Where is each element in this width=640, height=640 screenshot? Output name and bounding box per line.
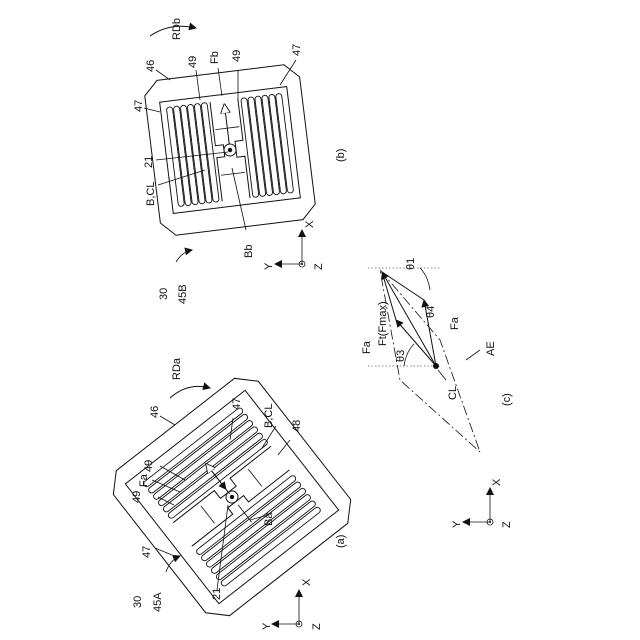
label-45a: 45A [152, 592, 164, 612]
label-49b-right: 49 [231, 50, 243, 62]
label-48: 48 [291, 420, 303, 432]
axis-x-c: X [491, 478, 503, 486]
label-rda: RDa [171, 357, 183, 380]
label-theta4: θ4 [425, 306, 437, 318]
caption-b: (b) [335, 149, 347, 162]
axis-z-a: Z [311, 623, 323, 630]
label-center-b: B,CL [145, 182, 157, 206]
axis-triad-c: X Y Z [451, 478, 513, 528]
center-dot-21b [228, 148, 233, 153]
label-ft: Ft(Fmax) [377, 301, 389, 346]
label-fa-a: Fa [138, 473, 150, 487]
force-arrow-fb [224, 104, 229, 144]
label-21a: 21 [211, 588, 223, 600]
label-46a: 46 [149, 406, 161, 418]
label-fa-c-right: Fa [449, 316, 461, 330]
axis-triad-b: X Y Z [263, 220, 325, 270]
rotation-arrow-rda [170, 386, 210, 398]
label-center-a: B,CL [263, 404, 275, 428]
point-cl [433, 363, 439, 369]
label-ba: Ba [263, 512, 275, 526]
label-49a-top: 49 [143, 460, 155, 472]
coil-group-right [241, 93, 294, 197]
label-45b: 45B [177, 284, 189, 304]
label-fa-c-left: Fa [361, 340, 373, 354]
label-47b-left: 47 [133, 100, 145, 112]
label-49a-bottom: 49 [131, 491, 143, 503]
label-47b-right: 47 [291, 44, 303, 56]
label-theta3: θ3 [395, 350, 407, 362]
axis-z-c: Z [501, 521, 513, 528]
label-rdb: RDb [171, 18, 183, 40]
label-theta1: θ1 [405, 258, 417, 270]
label-46b: 46 [145, 60, 157, 72]
axis-x-b: X [304, 220, 316, 228]
label-bb: Bb [243, 245, 255, 258]
center-dot-21a [229, 494, 235, 500]
plate-46b [143, 63, 317, 237]
coil-group-left [166, 102, 219, 206]
axis-y-a: Y [261, 622, 273, 630]
axis-x-a: X [301, 578, 313, 586]
figure-a: RDa 46 47 B,CL 48 49 Fa 49 Ba 47 21 (a) … [103, 357, 361, 630]
label-49b-left: 49 [187, 56, 199, 68]
label-fb: Fb [209, 51, 221, 64]
axis-z-b: Z [313, 263, 325, 270]
label-47a-top: 47 [231, 398, 243, 410]
label-47a-bottom: 47 [141, 546, 153, 558]
label-cl-c: CL [447, 386, 459, 400]
label-30b: 30 [158, 288, 170, 300]
axis-triad-a: X Y Z [261, 578, 323, 630]
caption-a: (a) [335, 535, 347, 548]
caption-c: (c) [501, 393, 513, 406]
axis-y-b: Y [263, 262, 275, 270]
figure-c: θ1 Ft(Fmax) Fa θ4 Fa θ3 AE CL (c) X Y Z [361, 258, 513, 528]
axis-y-c: Y [451, 520, 463, 528]
figure-b: RDb 46 49 Fb 49 47 47 21 B,CL Bb (b) 30 … [133, 18, 347, 304]
label-ae: AE [485, 341, 497, 356]
label-21b: 21 [143, 156, 155, 168]
label-30a: 30 [132, 596, 144, 608]
